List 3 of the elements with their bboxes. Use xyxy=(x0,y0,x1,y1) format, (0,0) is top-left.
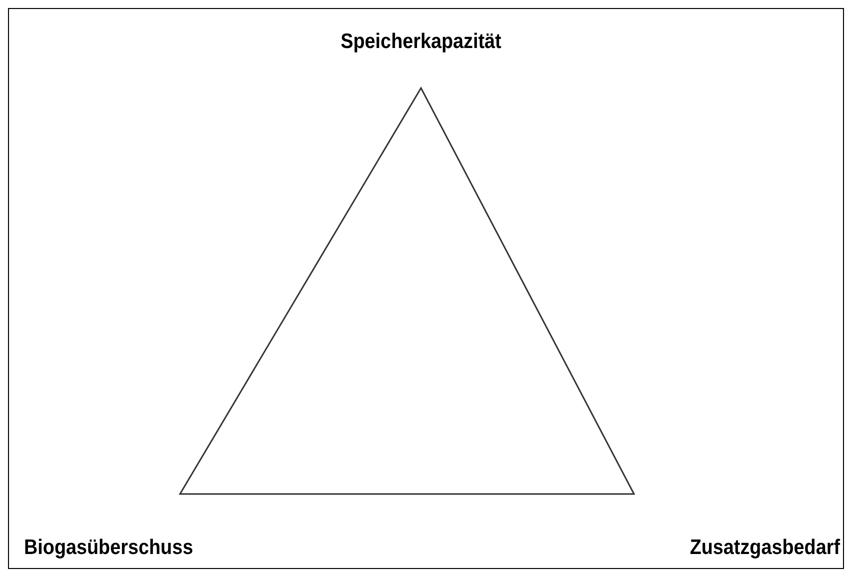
vertex-label: Biogasüberschuss xyxy=(24,536,194,560)
vertex-label: Speicherkapazität xyxy=(340,30,502,54)
vertex-label: Zusatzgasbedarf xyxy=(690,536,840,560)
